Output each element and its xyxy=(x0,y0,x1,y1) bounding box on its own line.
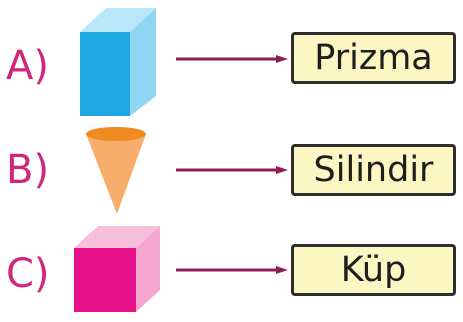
row-a-label: A) xyxy=(6,43,49,89)
connector-line-c xyxy=(176,266,288,274)
row-b-label: B) xyxy=(6,147,50,193)
cube-icon xyxy=(74,226,160,312)
connector-line-b xyxy=(176,166,288,174)
answer-box-kup: Küp xyxy=(291,244,456,296)
connector-line-a xyxy=(176,55,288,63)
answer-box-silindir: Silindir xyxy=(291,144,456,196)
answer-box-prizma: Prizma xyxy=(291,32,456,84)
rectangular-prism-icon xyxy=(80,8,156,116)
cone-icon xyxy=(86,127,146,214)
row-c-label: C) xyxy=(6,251,50,297)
